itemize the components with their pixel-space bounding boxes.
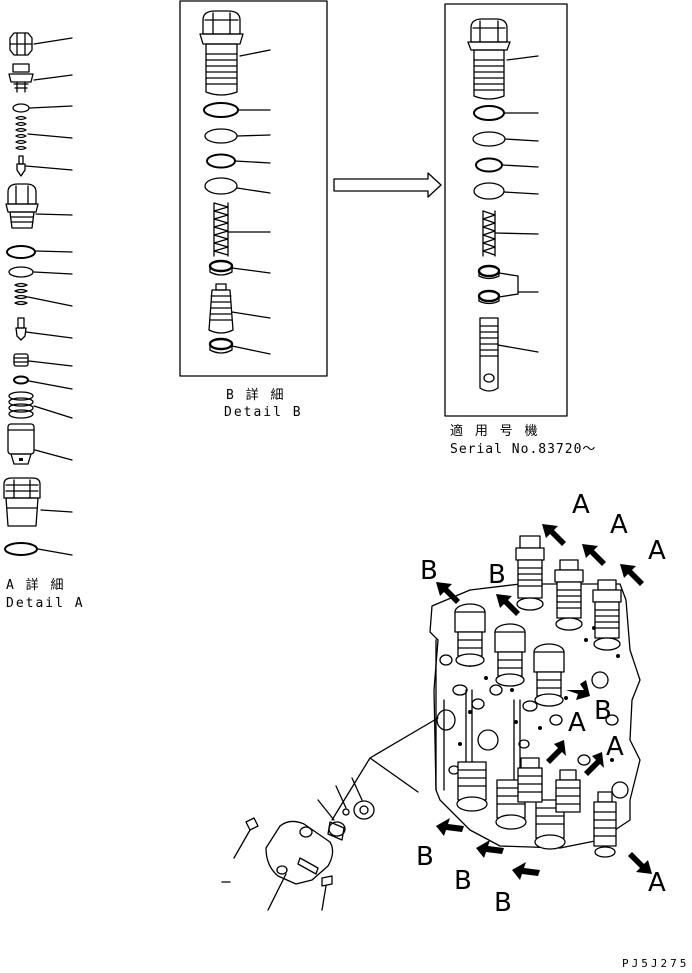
detail-b-title-jp: B 詳 細: [226, 388, 286, 403]
part-poppet-1: [16, 155, 26, 177]
view-letter-b: B: [454, 866, 472, 896]
part-b-o-ring-1: [203, 102, 239, 118]
detail-a-title-en: Detail A: [6, 596, 85, 611]
part-nb-o-ring-1: [473, 105, 505, 121]
side-cover: [245, 717, 439, 887]
view-letter-b: B: [494, 888, 512, 918]
part-nb-spool: [479, 317, 499, 392]
part-adjust-screw: [8, 63, 34, 93]
detail-b-title-en: Detail B: [224, 405, 303, 420]
part-poppet-2: [15, 317, 27, 341]
change-arrow: [333, 172, 442, 198]
view-letter-b: B: [416, 842, 434, 872]
part-nb-backup-1: [472, 131, 506, 147]
part-b-backup-2: [204, 177, 238, 195]
valve-a-top-1: [515, 535, 545, 611]
part-small-ring: [13, 375, 29, 385]
detail-a-title-jp: A 詳 細: [6, 578, 66, 593]
part-spring-2: [14, 282, 28, 306]
view-letter-a: A: [648, 536, 666, 566]
detail-b-leaders: [227, 49, 271, 355]
drawing-code: PJ5J275: [622, 957, 690, 970]
valve-a-top-2: [554, 559, 584, 631]
part-b-backup-1: [204, 128, 238, 144]
valve-a-top-3: [592, 579, 622, 651]
part-nb-o-ring-2: [475, 157, 503, 173]
valve-a-bottom-1: [517, 757, 543, 803]
view-arrows: [436, 524, 652, 880]
valve-b-top-1: [454, 603, 486, 667]
part-piston: [7, 423, 35, 465]
valve-b-bottom-1: [456, 761, 488, 812]
view-letter-b: B: [594, 696, 612, 726]
detail-b-frame: [179, 0, 328, 377]
part-b-spool: [208, 283, 234, 334]
new-detail-b-frame: [444, 3, 568, 417]
part-small-o-ring: [12, 103, 30, 113]
part-b-seal-1: [208, 259, 234, 276]
view-letter-a: A: [572, 490, 590, 520]
valve-b-top-2: [494, 623, 526, 687]
part-nb-plug: [467, 18, 511, 100]
valve-b-top-3: [533, 643, 565, 707]
part-b-seal-2: [208, 337, 234, 354]
part-plug: [3, 477, 41, 527]
serial-title-jp: 適 用 号 機: [450, 424, 540, 439]
side-cover-leaders: [221, 777, 363, 911]
view-letter-a: A: [606, 732, 624, 762]
part-nb-backup-2: [473, 182, 505, 200]
detail-b-parts: [199, 10, 271, 355]
view-letter-a: A: [568, 708, 586, 738]
serial-number: Serial No.83720～: [450, 442, 597, 457]
detail-a-parts: [3, 32, 73, 556]
part-seat-body: [5, 183, 39, 229]
view-letter-b: B: [488, 560, 506, 590]
detail-a-leaders: [25, 37, 73, 556]
part-sleeve-small: [13, 353, 29, 367]
part-nb-seal-1: [477, 264, 501, 280]
part-spring-1: [15, 115, 27, 151]
new-detail-b-parts: [467, 18, 539, 392]
valve-a-bottom-3: [593, 791, 617, 858]
part-nut: [9, 32, 33, 56]
part-o-ring-1: [6, 245, 36, 259]
view-letter-b: B: [420, 556, 438, 586]
part-b-plug: [199, 10, 244, 96]
view-letter-a: A: [648, 868, 666, 898]
part-nb-spring: [482, 210, 496, 257]
view-letter-a: A: [610, 510, 628, 540]
control-valve-assembly: [221, 524, 652, 911]
part-b-spring: [213, 202, 229, 257]
part-b-o-ring-2: [206, 153, 236, 169]
new-detail-b-leaders: [494, 55, 539, 353]
part-nb-seal-2: [477, 289, 501, 305]
part-o-ring-2: [4, 542, 38, 556]
part-spring-3: [8, 391, 34, 419]
part-backup-ring-1: [8, 266, 34, 278]
valve-a-bottom-2: [555, 769, 581, 813]
